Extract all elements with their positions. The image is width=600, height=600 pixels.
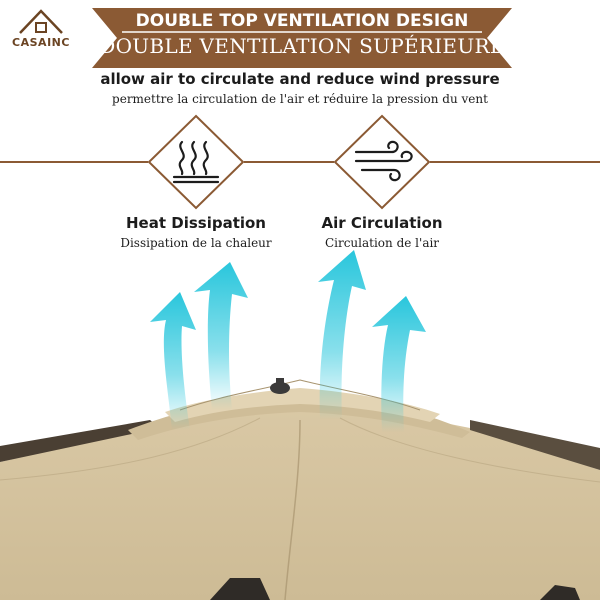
wind-icon (333, 114, 431, 210)
feature-title-air: Air Circulation (321, 214, 443, 232)
divider-line (0, 161, 600, 163)
banner-shape (92, 8, 512, 68)
house-logo-icon (19, 9, 63, 34)
airflow-arrow-3 (318, 250, 366, 420)
tagline-french: permettre la circulation de l'air et réd… (112, 92, 488, 106)
header-subtitle: DOUBLE VENTILATION SUPÉRIEURE (99, 34, 505, 58)
feature-subtitle-heat: Dissipation de la chaleur (120, 236, 272, 250)
airflow-arrow-2 (194, 262, 248, 410)
header-banner: DOUBLE TOP VENTILATION DESIGN DOUBLE VEN… (92, 8, 512, 68)
frame-parts (210, 578, 580, 600)
feature-subtitle-air: Circulation de l'air (324, 236, 440, 250)
header-title: DOUBLE TOP VENTILATION DESIGN (135, 11, 469, 31)
feature-title-heat: Heat Dissipation (126, 214, 266, 232)
heat-waves-icon (147, 114, 245, 210)
airflow-arrow-4 (372, 296, 426, 432)
tagline-english: allow air to circulate and reduce wind p… (100, 70, 500, 88)
airflow-arrow-1 (150, 292, 196, 430)
canopy-roof (0, 394, 600, 600)
brand-name: CASAINC (12, 36, 70, 49)
brand-logo: CASAINC (6, 6, 76, 52)
